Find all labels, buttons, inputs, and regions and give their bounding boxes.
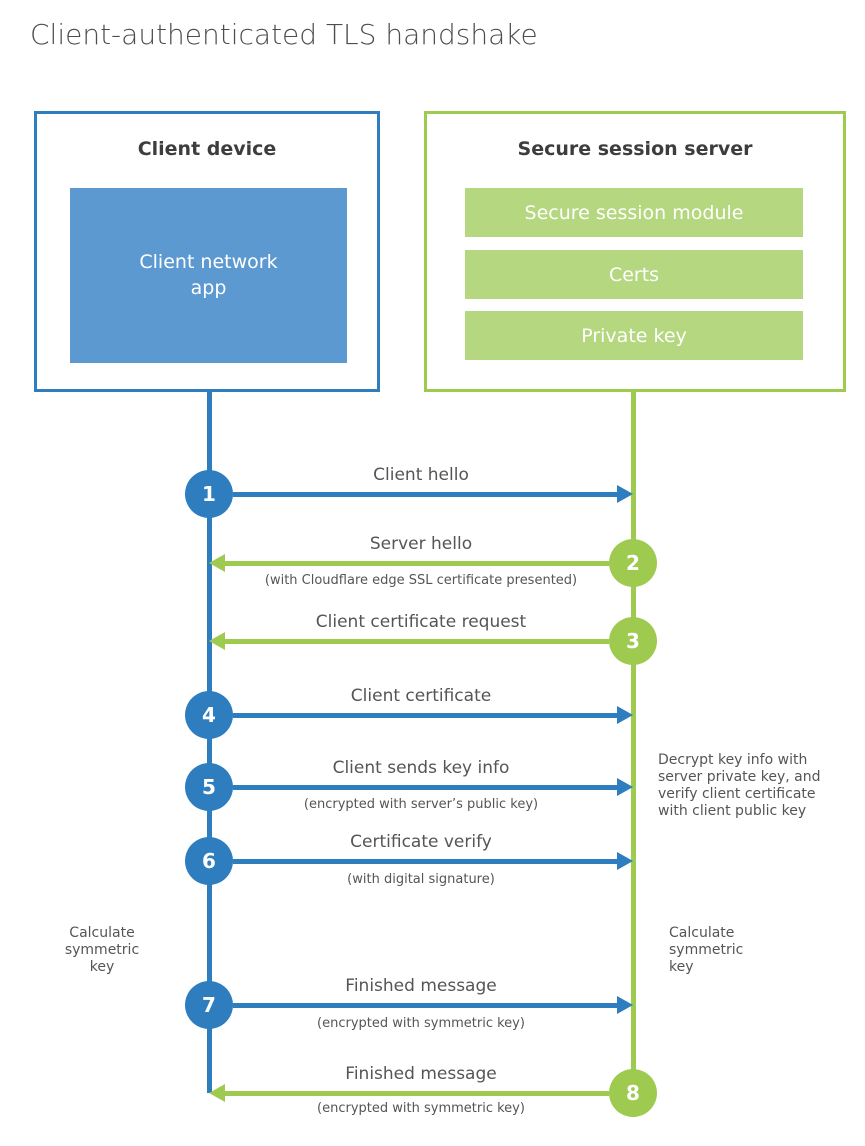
step-1-circle: 1: [185, 470, 233, 518]
step-1-arrow: [233, 492, 619, 497]
step-7-arrow-head: [617, 996, 633, 1014]
server-module-bar-private-key: Private key: [465, 311, 803, 360]
step-6-sublabel: (with digital signature): [347, 872, 495, 887]
decrypt-note: Decrypt key info with server private key…: [658, 752, 821, 820]
step-3-arrow: [225, 639, 609, 644]
client-network-app-box: Client network app: [70, 188, 347, 363]
step-8-sublabel: (encrypted with symmetric key): [317, 1101, 525, 1116]
step-8-arrow-head: [209, 1084, 225, 1102]
step-2-sublabel: (with Cloudflare edge SSL certificate pr…: [264, 573, 578, 588]
step-5-arrow: [233, 785, 619, 790]
server-lifeline: [631, 391, 636, 1097]
step-6-circle: 6: [185, 837, 233, 885]
step-3-arrow-head: [209, 632, 225, 650]
step-4-label: Client certificate: [350, 686, 492, 706]
step-6-arrow: [233, 859, 619, 864]
step-2-arrow-head: [209, 554, 225, 572]
step-2-label: Server hello: [369, 534, 473, 554]
step-5-label: Client sends key info: [332, 758, 510, 778]
step-4-arrow-head: [617, 706, 633, 724]
server-module-bar-certs: Certs: [465, 250, 803, 299]
step-3-circle: 3: [609, 617, 657, 665]
client-device-title: Client device: [137, 138, 277, 160]
step-5-arrow-head: [617, 778, 633, 796]
step-8-label: Finished message: [345, 1064, 497, 1084]
diagram-title: Client-authenticated TLS handshake: [30, 18, 538, 51]
step-6-arrow-head: [617, 852, 633, 870]
calc-symmetric-key-note-left: Calculate symmetric key: [64, 925, 140, 976]
step-7-label: Finished message: [345, 976, 497, 996]
step-4-circle: 4: [185, 691, 233, 739]
server-module-bar-secure-session-module: Secure session module: [465, 188, 803, 237]
step-1-label: Client hello: [373, 465, 469, 485]
step-5-circle: 5: [185, 763, 233, 811]
step-2-arrow: [225, 561, 609, 566]
step-2-circle: 2: [609, 539, 657, 587]
client-network-app-label: Client network app: [139, 250, 278, 299]
step-1-arrow-head: [617, 485, 633, 503]
step-7-circle: 7: [185, 981, 233, 1029]
step-4-arrow: [233, 713, 619, 718]
step-7-arrow: [233, 1003, 619, 1008]
step-8-circle: 8: [609, 1069, 657, 1117]
step-6-label: Certificate verify: [350, 832, 492, 852]
step-8-arrow: [225, 1091, 609, 1096]
step-3-label: Client certificate request: [315, 612, 527, 632]
client-lifeline: [207, 391, 212, 1093]
step-7-sublabel: (encrypted with symmetric key): [317, 1016, 525, 1031]
step-5-sublabel: (encrypted with server’s public key): [303, 797, 539, 812]
server-title: Secure session server: [517, 138, 753, 160]
calc-symmetric-key-note-right: Calculate symmetric key: [669, 925, 744, 976]
